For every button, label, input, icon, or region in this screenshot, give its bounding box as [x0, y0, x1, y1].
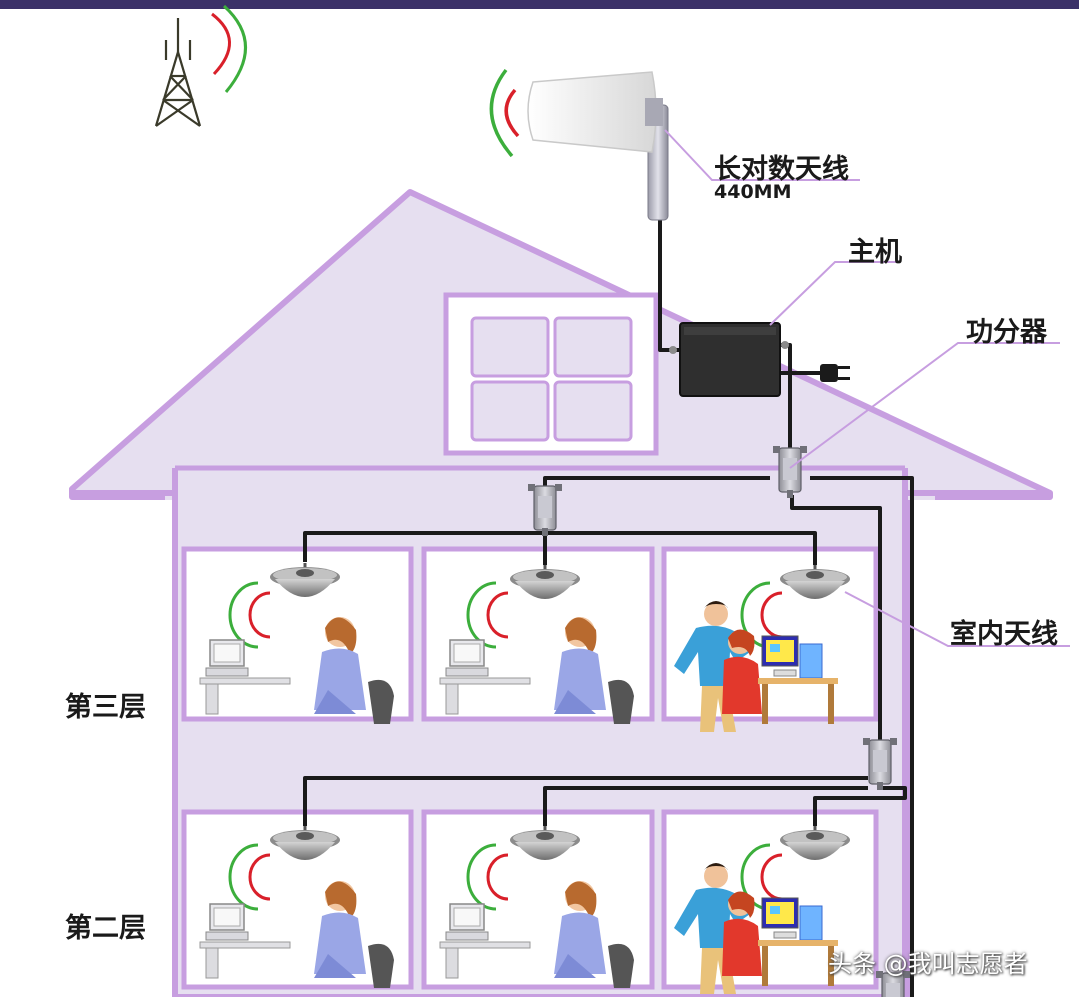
attic-window — [443, 292, 659, 456]
antenna-signal-icon — [489, 68, 520, 158]
watermark: 头条 @我叫志愿者 — [828, 950, 1028, 978]
floor-two-label: 第二层 — [65, 913, 146, 944]
top-bar — [0, 0, 1079, 9]
leader-lines — [664, 129, 1070, 647]
tower-signal-icon — [211, 4, 247, 93]
power-plug-icon — [820, 364, 850, 382]
floor-three-label: 第三层 — [65, 692, 146, 723]
log-periodic-antenna-icon — [527, 71, 669, 221]
splitter-label: 功分器 — [966, 317, 1047, 348]
antenna-size-label: 440MM — [714, 181, 792, 203]
host-label: 主机 — [848, 237, 902, 268]
cables — [303, 175, 914, 997]
host-unit-icon — [669, 322, 789, 397]
indoor-antenna-label: 室内天线 — [950, 619, 1058, 650]
cell-tower-icon — [154, 18, 202, 127]
log-periodic-antenna-label: 长对数天线 — [714, 154, 849, 185]
